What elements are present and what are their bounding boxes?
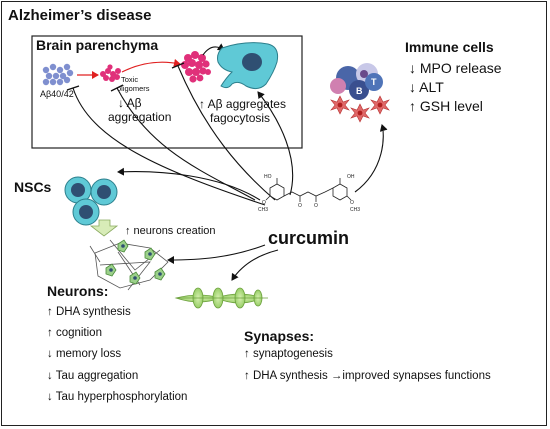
- atom-label: O: [350, 200, 354, 206]
- inhibit-aggregation-bar: [171, 62, 185, 69]
- neuron-nuclei: [109, 244, 162, 280]
- neurons-item: ↑ DHA synthesis: [47, 306, 131, 318]
- oligomer-label-1: Toxic: [121, 75, 139, 84]
- immune-title: Immune cells: [405, 39, 494, 55]
- synapses-item: ↑ DHA synthesis →improved synapses funct…: [244, 370, 491, 382]
- curcumin-to-nsc-arrow: [117, 167, 261, 201]
- immune-cell-letters: T B: [356, 77, 377, 96]
- aggregation-text-1: ↓ Aβ: [118, 96, 142, 110]
- inhibit-oligomer-bar: [110, 84, 124, 92]
- neurons-item: ↓ Tau aggregation: [47, 370, 139, 382]
- amyloid-monomers: [42, 63, 74, 86]
- immune-cells: [330, 63, 390, 123]
- curcumin-structure: [265, 178, 352, 202]
- atom-label: HO: [264, 174, 272, 180]
- atom-label: CH3: [350, 207, 360, 213]
- inhibit-oligomer-line: [116, 87, 256, 201]
- nsc-effect: ↑ neurons creation: [125, 225, 216, 237]
- synapses-item: ↑ synaptogenesis: [244, 348, 333, 360]
- microglia-nucleus: [242, 53, 262, 71]
- aggregation-text-2: aggregation: [108, 110, 172, 124]
- nsc-title: NSCs: [14, 179, 52, 195]
- nsc-cells: [64, 176, 118, 226]
- atom-label: O: [262, 200, 266, 206]
- neurons-title: Neurons:: [47, 283, 109, 299]
- neurons-item: ↓ Tau hyperphosphorylation: [47, 391, 188, 403]
- synapses: [174, 287, 268, 309]
- neurons-item: ↑ cognition: [47, 327, 102, 339]
- atom-label: CH3: [258, 207, 268, 213]
- inhibit-monomer-bar: [66, 85, 80, 91]
- monomer-label: Aβ40/42: [40, 89, 74, 99]
- atom-label: O: [314, 203, 318, 209]
- neurons-item: ↓ memory loss: [47, 348, 122, 360]
- curcumin-label: curcumin: [268, 228, 350, 248]
- inhibit-monomer-line: [72, 87, 266, 206]
- curcumin-to-neurons-arrow: [167, 244, 266, 264]
- nsc-to-neuron-arrow: [89, 219, 119, 237]
- curcumin-atom-labels: HO OH O O O CH3 O CH3: [258, 174, 360, 213]
- amyloid-aggregates: [181, 51, 211, 83]
- atom-label: OH: [347, 174, 355, 180]
- activate-microglia-line: [257, 91, 294, 196]
- curcumin-to-immune-arrow: [354, 124, 388, 193]
- toxic-oligomers: [100, 64, 121, 82]
- curcumin-to-synapses-arrow: [231, 249, 279, 281]
- phagocytosis-text-2: fagocytosis: [210, 111, 271, 125]
- immune-item: ↑ GSH level: [409, 98, 483, 114]
- figure-title: Alzheimer’s disease: [8, 7, 152, 24]
- oligomer-label-2: oligomers: [117, 84, 150, 93]
- b-cell-letter: B: [356, 86, 363, 96]
- parenchyma-title: Brain parenchyma: [36, 37, 159, 53]
- oligomer-to-aggregate-arrow: [121, 58, 181, 73]
- t-cell-letter: T: [371, 77, 377, 87]
- atom-label: O: [298, 203, 302, 209]
- phagocytosis-text-1: ↑ Aβ aggregates: [199, 97, 286, 111]
- immune-item: ↓ ALT: [409, 79, 444, 95]
- synapses-title: Synapses:: [244, 328, 315, 344]
- inhibit-aggregation-line: [177, 65, 276, 201]
- immune-item: ↓ MPO release: [409, 60, 502, 76]
